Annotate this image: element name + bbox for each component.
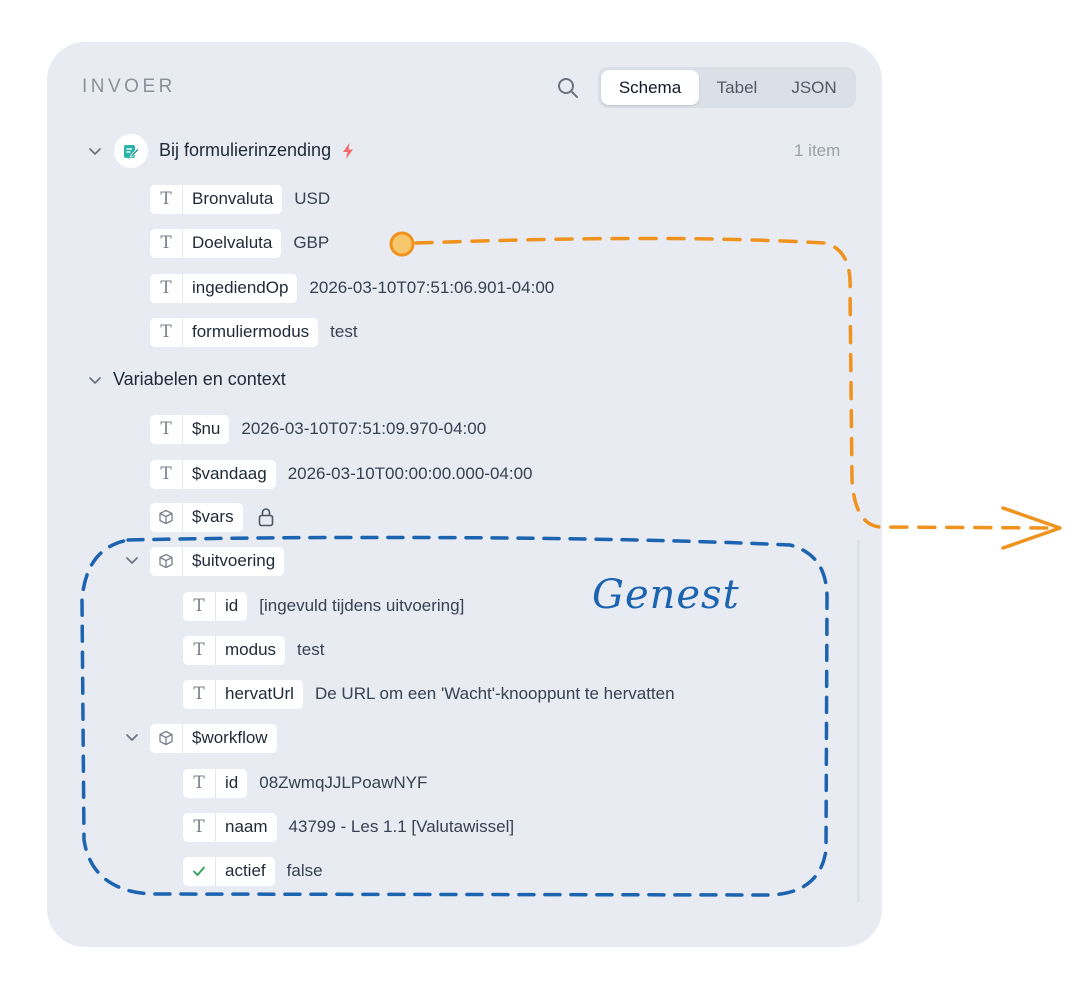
field-name: Doelvaluta: [192, 233, 273, 252]
field-name: Bronvaluta: [192, 189, 274, 208]
lightning-icon: [343, 143, 353, 159]
cube-icon: [150, 723, 183, 753]
context-label[interactable]: Variabelen en context: [113, 369, 286, 389]
field-chip[interactable]: T modus: [183, 635, 286, 665]
field-value: 2026-03-10T07:51:06.901-04:00: [309, 278, 555, 297]
field-row[interactable]: T Doelvaluta GBP: [150, 228, 329, 258]
text-type-icon: T: [150, 184, 183, 214]
field-row[interactable]: T ingediendOp 2026-03-10T07:51:06.901-04…: [150, 273, 554, 303]
field-name: $vandaag: [192, 464, 267, 483]
field-chip[interactable]: T Doelvaluta: [150, 228, 282, 258]
field-value: 08ZwmqJJLPoawNYF: [259, 773, 428, 792]
field-chip[interactable]: T Bronvaluta: [150, 184, 283, 214]
field-row[interactable]: T formuliermodus test: [150, 317, 358, 347]
text-type-icon: T: [150, 414, 183, 444]
field-name: actief: [225, 861, 266, 880]
panel-title: INVOER: [82, 76, 176, 97]
tab-json[interactable]: JSON: [791, 78, 837, 97]
nested-annotation-label: Genest: [592, 572, 740, 618]
text-type-icon: T: [183, 591, 216, 621]
object-row[interactable]: $uitvoering: [150, 546, 285, 576]
field-row[interactable]: T modus test: [183, 635, 324, 665]
field-row[interactable]: T naam 43799 - Les 1.1 [Valutawissel]: [183, 812, 514, 842]
field-value: 2026-03-10T07:51:09.970-04:00: [241, 419, 487, 438]
chevron-down-icon[interactable]: [124, 729, 140, 745]
field-name: id: [225, 596, 239, 615]
field-chip[interactable]: $uitvoering: [150, 546, 285, 576]
text-type-icon: T: [183, 635, 216, 665]
field-chip[interactable]: T formuliermodus: [150, 317, 319, 347]
field-row[interactable]: actief false: [183, 856, 323, 886]
form-edit-icon: [114, 134, 148, 168]
object-row[interactable]: $workflow: [150, 723, 277, 753]
checkmark-icon: [183, 856, 216, 886]
field-chip[interactable]: T naam: [183, 812, 277, 842]
field-chip[interactable]: $workflow: [150, 723, 277, 753]
field-name: formuliermodus: [192, 322, 310, 341]
field-name: $vars: [192, 507, 234, 526]
field-value: 2026-03-10T00:00:00.000-04:00: [287, 464, 533, 483]
tab-schema[interactable]: Schema: [601, 70, 699, 105]
field-row[interactable]: T Bronvaluta USD: [150, 184, 330, 214]
field-value: false: [286, 861, 323, 880]
field-row[interactable]: T $nu 2026-03-10T07:51:09.970-04:00: [150, 414, 486, 444]
cube-icon: [150, 546, 183, 576]
text-type-icon: T: [183, 812, 216, 842]
field-chip[interactable]: T id: [183, 768, 248, 798]
field-name: $workflow: [192, 728, 268, 747]
tab-tabel[interactable]: Tabel: [716, 78, 758, 97]
field-value: De URL om een 'Wacht'-knooppunt te herva…: [314, 684, 675, 703]
field-chip[interactable]: T id: [183, 591, 248, 621]
field-value: test: [297, 640, 325, 659]
field-chip[interactable]: T hervatUrl: [183, 679, 303, 709]
text-type-icon: T: [150, 228, 183, 258]
chevron-down-icon[interactable]: [124, 552, 140, 568]
chevron-down-icon[interactable]: [87, 372, 103, 388]
field-value: 43799 - Les 1.1 [Valutawissel]: [288, 817, 515, 836]
scrollbar-track[interactable]: [857, 540, 860, 902]
field-name: $uitvoering: [192, 551, 276, 570]
search-icon[interactable]: [556, 76, 580, 100]
field-row[interactable]: $vars: [150, 502, 275, 532]
trigger-label[interactable]: Bij formulierinzending: [159, 140, 332, 160]
field-chip[interactable]: T ingediendOp: [150, 273, 298, 303]
field-name: naam: [225, 817, 268, 836]
field-row[interactable]: T $vandaag 2026-03-10T00:00:00.000-04:00: [150, 459, 533, 489]
field-chip[interactable]: T $vandaag: [150, 459, 276, 489]
cube-icon: [150, 502, 183, 532]
field-chip[interactable]: $vars: [150, 502, 243, 532]
text-type-icon: T: [150, 459, 183, 489]
field-name: hervatUrl: [225, 684, 294, 703]
view-mode-switcher: Schema Tabel JSON: [598, 67, 856, 108]
field-chip[interactable]: actief: [183, 856, 275, 886]
field-row[interactable]: T id [ingevuld tijdens uitvoering]: [183, 591, 464, 621]
field-chip[interactable]: T $nu: [150, 414, 230, 444]
text-type-icon: T: [150, 273, 183, 303]
chevron-down-icon[interactable]: [87, 143, 103, 159]
field-name: ingediendOp: [192, 278, 289, 297]
field-value: [ingevuld tijdens uitvoering]: [259, 596, 465, 615]
field-name: $nu: [192, 419, 221, 438]
item-count: 1 item: [794, 141, 841, 160]
field-row[interactable]: T id 08ZwmqJJLPoawNYF: [183, 768, 427, 798]
field-value: test: [330, 322, 358, 341]
field-name: modus: [225, 640, 277, 659]
field-row[interactable]: T hervatUrl De URL om een 'Wacht'-knoopp…: [183, 679, 675, 709]
text-type-icon: T: [183, 768, 216, 798]
field-value: GBP: [293, 233, 330, 252]
field-value: USD: [294, 189, 331, 208]
lock-icon: [258, 508, 273, 527]
text-type-icon: T: [150, 317, 183, 347]
text-type-icon: T: [183, 679, 216, 709]
field-name: id: [225, 773, 239, 792]
